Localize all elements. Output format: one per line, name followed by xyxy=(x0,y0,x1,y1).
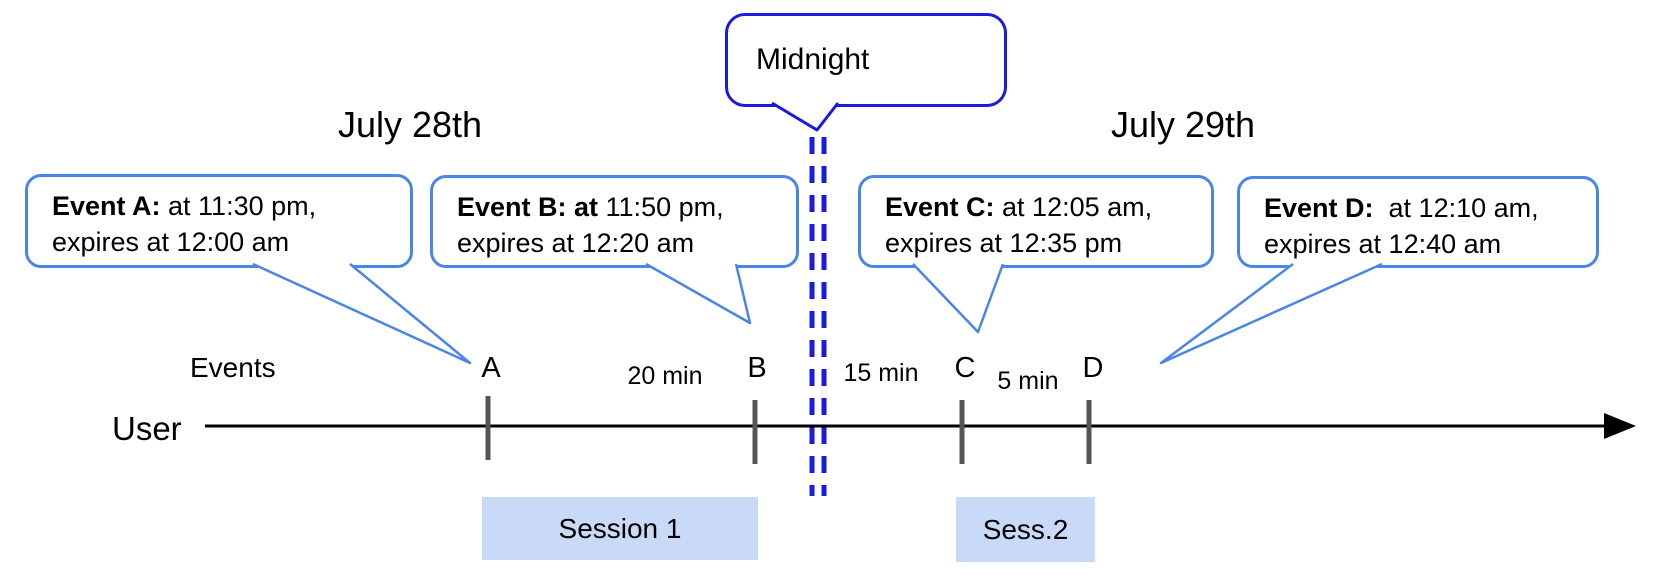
event-c-title: Event C: xyxy=(885,192,995,222)
event-a-callout-tail xyxy=(252,262,472,365)
event-c-time: at 12:05 am, xyxy=(994,192,1153,222)
session-1-label: Session 1 xyxy=(558,512,682,544)
interval-a-b-label: 20 min xyxy=(627,362,703,390)
date-july-29: July 29th xyxy=(1110,104,1256,145)
session-2-box: Sess.2 xyxy=(956,497,1095,562)
events-axis-label: Events xyxy=(190,352,276,383)
event-d-line2: expires at 12:40 am xyxy=(1264,229,1502,259)
tick-label-b: B xyxy=(747,352,767,384)
midnight-callout: Midnight xyxy=(725,13,1007,107)
event-b-callout-tail xyxy=(645,262,752,325)
event-b-line2: expires at 12:20 am xyxy=(457,228,695,258)
timeline-arrowhead xyxy=(1604,413,1636,439)
event-a-title: Event A: xyxy=(52,191,161,221)
event-d-line1: Event D: at 12:10 am, xyxy=(1264,190,1588,226)
interval-c-d-label: 5 min xyxy=(997,367,1059,395)
event-a-line1: Event A: at 11:30 pm, xyxy=(52,188,402,224)
tick-label-a: A xyxy=(481,352,501,384)
midnight-label: Midnight xyxy=(756,43,870,76)
event-c-line1: Event C: at 12:05 am, xyxy=(885,189,1203,225)
event-a-line2: expires at 12:00 am xyxy=(52,227,290,257)
event-a-time: at 11:30 pm, xyxy=(160,191,317,221)
tick-label-c: C xyxy=(954,352,976,384)
event-d-callout-tail xyxy=(1159,262,1383,365)
event-d-time: at 12:10 am, xyxy=(1373,193,1539,223)
date-july-28: July 28th xyxy=(337,104,483,145)
event-c-callout: Event C: at 12:05 am, expires at 12:35 p… xyxy=(858,175,1214,268)
event-b-time: 11:50 pm, xyxy=(598,192,724,222)
session-2-label: Sess.2 xyxy=(982,513,1069,545)
user-axis-label: User xyxy=(112,410,182,447)
interval-midnight-c-label: 15 min xyxy=(843,359,919,387)
event-a-callout: Event A: at 11:30 pm, expires at 12:00 a… xyxy=(25,174,413,268)
event-b-title: Event B: at xyxy=(457,192,599,222)
event-d-title: Event D: xyxy=(1264,193,1374,223)
event-b-callout: Event B: at 11:50 pm, expires at 12:20 a… xyxy=(430,175,799,268)
session-1-box: Session 1 xyxy=(482,497,758,560)
tick-label-d: D xyxy=(1082,352,1104,384)
event-b-line1: Event B: at 11:50 pm, xyxy=(457,189,788,225)
event-c-callout-tail xyxy=(912,263,1005,334)
event-c-line2: expires at 12:35 pm xyxy=(885,228,1123,258)
event-d-callout: Event D: at 12:10 am, expires at 12:40 a… xyxy=(1237,176,1599,268)
midnight-callout-tail xyxy=(771,101,840,132)
